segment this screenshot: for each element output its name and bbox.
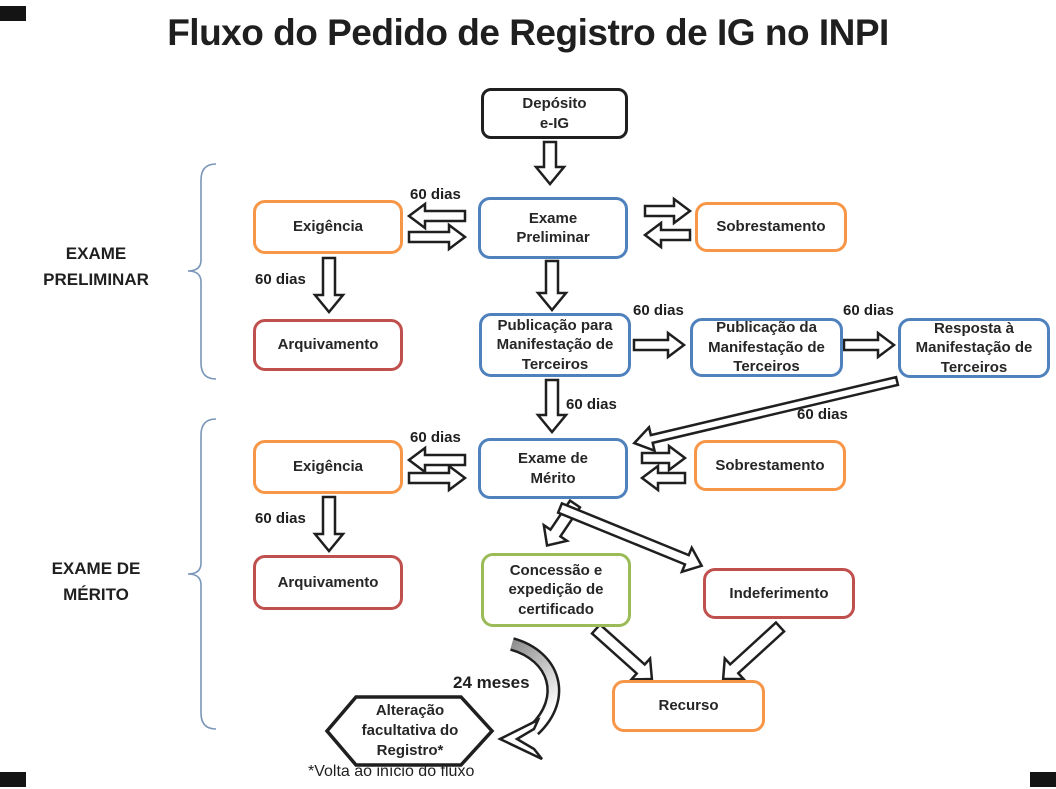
label-60-dias-arquivamento-merito: 60 dias [255, 510, 306, 527]
label-24-meses: 24 meses [453, 673, 530, 693]
label-60-dias-arquivamento-preliminar: 60 dias [255, 271, 306, 288]
node-recurso: Recurso [612, 680, 765, 732]
arrow-exigencia2-to-exame-merito [409, 466, 465, 490]
node-recurso-label: Recurso [658, 696, 718, 716]
arrow-publicacao-para-to-publicacao-da [634, 333, 684, 357]
label-60-dias-resposta: 60 dias [843, 302, 894, 319]
arrow-exigencia1-to-arquivamento1 [315, 258, 343, 312]
node-concessao: Concessão e expedição de certificado [481, 553, 631, 627]
node-indeferimento-label: Indeferimento [729, 584, 828, 604]
node-exigencia-preliminar: Exigência [253, 200, 403, 254]
node-exame-merito-label: Exame de Mérito [518, 449, 588, 488]
node-sobrestamento-merito: Sobrestamento [694, 440, 846, 491]
arrow-exigencia2-to-arquivamento2 [315, 497, 343, 551]
node-publicacao-para-manifestacao-label: Publicação para Manifestação de Terceiro… [497, 316, 614, 375]
node-sobrestamento-preliminar-label: Sobrestamento [716, 217, 825, 237]
arrow-deposito-to-exame-preliminar [536, 142, 564, 184]
node-exame-preliminar: Exame Preliminar [478, 197, 628, 259]
label-60-dias-resposta-retorno: 60 dias [797, 406, 848, 423]
node-sobrestamento-preliminar: Sobrestamento [695, 202, 847, 252]
section-label-exame-merito: EXAME DE MÉRITO [22, 556, 170, 607]
section-label-exame-preliminar: EXAME PRELIMINAR [22, 241, 170, 292]
node-arquivamento-merito: Arquivamento [253, 555, 403, 610]
node-deposito: Depósito e-IG [481, 88, 628, 139]
node-indeferimento: Indeferimento [703, 568, 855, 619]
node-alteracao-label: Alteração facultativa do Registro* [345, 700, 475, 762]
label-60-dias-exigencia-merito: 60 dias [410, 429, 461, 446]
arrow-exame-merito-to-exigencia2 [409, 448, 465, 472]
node-resposta-manifestacao: Resposta à Manifestação de Terceiros [898, 318, 1050, 378]
node-arquivamento-preliminar: Arquivamento [253, 319, 403, 371]
arrow-exame-preliminar-to-exigencia1 [409, 204, 465, 228]
node-exigencia-merito: Exigência [253, 440, 403, 494]
arrow-sobrestamento1-to-exame-preliminar [645, 223, 690, 247]
arrow-publicacao-da-to-resposta [844, 333, 894, 357]
node-publicacao-da-manifestacao-label: Publicação da Manifestação de Terceiros [708, 318, 825, 377]
label-60-dias-publicacao-da: 60 dias [633, 302, 684, 319]
node-publicacao-para-manifestacao: Publicação para Manifestação de Terceiro… [479, 313, 631, 377]
curved-arrow-head [500, 720, 542, 759]
arrow-sobrestamento2-to-exame-merito [642, 466, 685, 490]
node-exame-merito: Exame de Mérito [478, 438, 628, 499]
node-resposta-manifestacao-label: Resposta à Manifestação de Terceiros [916, 319, 1033, 378]
arrow-exame-preliminar-to-sobrestamento1 [645, 199, 690, 223]
arrow-exame-preliminar-to-publicacao [538, 261, 566, 310]
node-exame-preliminar-label: Exame Preliminar [516, 209, 589, 248]
label-60-dias-exame-merito: 60 dias [566, 396, 617, 413]
footnote-volta-inicio: *Volta ao início do fluxo [308, 763, 474, 781]
node-deposito-label: Depósito e-IG [522, 94, 586, 133]
arrow-indeferimento-to-recurso [714, 617, 790, 690]
node-exigencia-preliminar-label: Exigência [293, 217, 363, 237]
node-publicacao-da-manifestacao: Publicação da Manifestação de Terceiros [690, 318, 843, 377]
node-arquivamento-preliminar-label: Arquivamento [278, 335, 379, 355]
arrow-publicacao-to-exame-merito [538, 380, 566, 432]
label-60-dias-exigencia-preliminar: 60 dias [410, 186, 461, 203]
brace-exame-merito [188, 419, 216, 729]
brace-exame-preliminar [188, 164, 216, 379]
node-sobrestamento-merito-label: Sobrestamento [715, 456, 824, 476]
arrow-exigencia1-to-exame-preliminar [409, 225, 465, 249]
node-concessao-label: Concessão e expedição de certificado [508, 561, 603, 620]
node-arquivamento-merito-label: Arquivamento [278, 573, 379, 593]
arrow-concessao-to-recurso [587, 619, 662, 690]
node-exigencia-merito-label: Exigência [293, 457, 363, 477]
